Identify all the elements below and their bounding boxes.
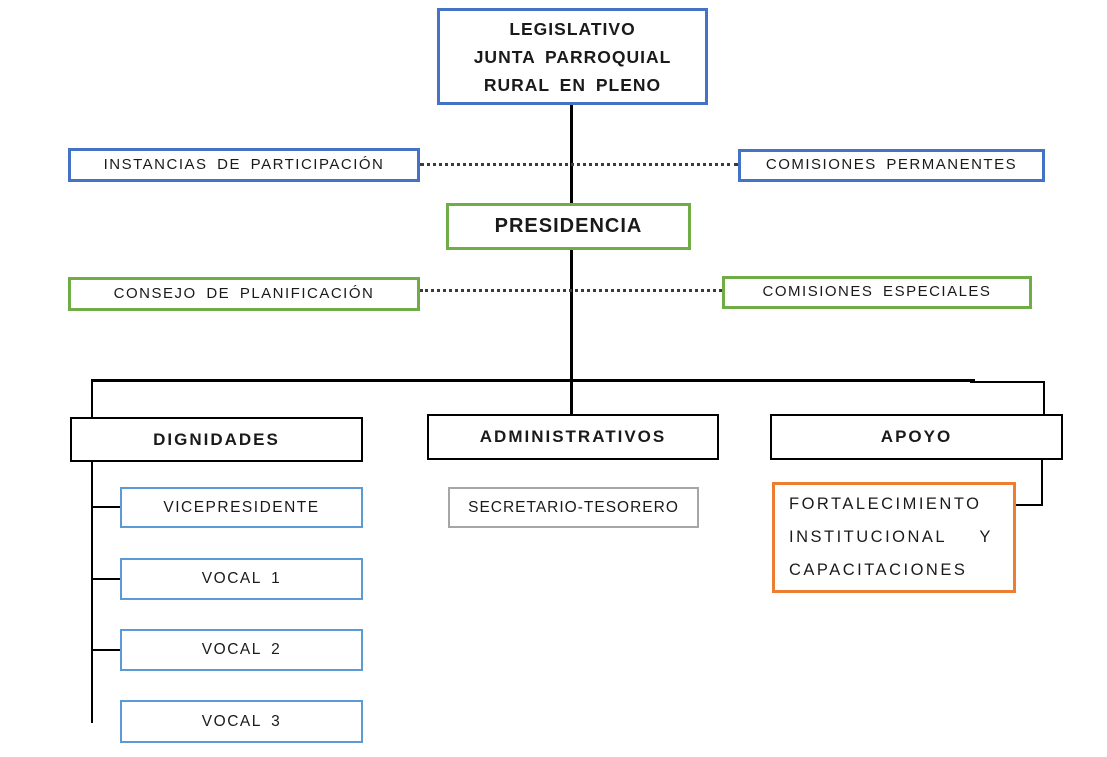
connector-legislativo-presidencia [570,105,573,203]
connector-stub-vocal-2 [93,649,120,651]
node-comisiones-permanentes: COMISIONES PERMANENTES [738,149,1045,182]
connector-branch-dignidades [91,379,93,417]
node-comisiones-especiales: COMISIONES ESPECIALES [722,276,1032,309]
node-administrativos: ADMINISTRATIVOS [427,414,719,460]
node-label: DIGNIDADES [153,429,280,449]
node-label-line: JUNTA PARROQUIAL [473,46,672,67]
node-secretario-tesorero: SECRETARIO-TESORERO [448,487,699,528]
connector-apoyo-fortalecimiento-vertical [1041,460,1043,506]
node-apoyo: APOYO [770,414,1063,460]
node-label: VICEPRESIDENTE [163,498,320,516]
node-vicepresidente: VICEPRESIDENTE [120,487,363,528]
connector-stub-vocal-1 [93,578,120,580]
node-consejo-de-planificacion: CONSEJO DE PLANIFICACIÓN [68,277,420,311]
node-label: VOCAL 1 [201,570,282,588]
node-label-line: INSTITUCIONAL Y [789,528,993,546]
connector-dotted-instancias-comisiones-permanentes [420,163,738,166]
connector-stub-vicepresidente [93,506,120,508]
node-legislativo-junta-parroquial: LEGISLATIVO JUNTA PARROQUIAL RURAL EN PL… [437,8,708,105]
connector-apoyo-fortalecimiento-horizontal [1016,504,1043,506]
node-label: VOCAL 3 [201,712,282,730]
node-label-line: CAPACITACIONES [789,561,968,579]
node-fortalecimiento-institucional-y-capacitaciones: FORTALECIMIENTO INSTITUCIONAL Y CAPACITA… [772,482,1016,593]
node-label: CONSEJO DE PLANIFICACIÓN [113,284,375,302]
node-vocal-2: VOCAL 2 [120,629,363,671]
node-label-line: RURAL EN PLENO [483,74,662,95]
node-label-line: LEGISLATIVO [509,18,636,39]
node-presidencia: PRESIDENCIA [446,203,691,250]
node-label: PRESIDENCIA [494,215,643,237]
connector-dignidades-spine [91,462,93,723]
node-label: COMISIONES ESPECIALES [762,283,992,301]
node-label: APOYO [880,427,953,447]
node-instancias-de-participacion: INSTANCIAS DE PARTICIPACIÓN [68,148,420,182]
connector-dotted-consejo-comisiones-especiales [420,289,722,292]
node-dignidades: DIGNIDADES [70,417,363,462]
connector-horizontal-branch [92,379,975,382]
node-label-line: FORTALECIMIENTO [789,495,982,513]
node-vocal-3: VOCAL 3 [120,700,363,743]
node-label: SECRETARIO-TESORERO [468,498,679,516]
connector-presidencia-trunk [570,250,573,414]
node-label: INSTANCIAS DE PARTICIPACIÓN [103,155,385,173]
node-label: ADMINISTRATIVOS [479,427,667,447]
node-label: COMISIONES PERMANENTES [765,156,1018,174]
node-label: VOCAL 2 [201,641,282,659]
node-vocal-1: VOCAL 1 [120,558,363,600]
connector-branch-apoyo [1043,381,1045,414]
connector-branch-right-extension [970,381,1045,383]
